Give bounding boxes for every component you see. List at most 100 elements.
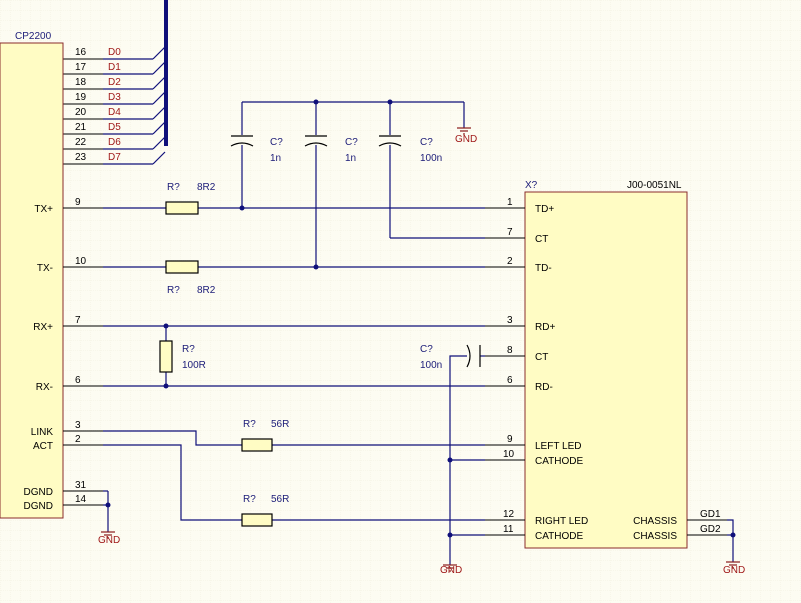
net-label: D1 (108, 62, 121, 73)
pin-act-label: ACT (33, 441, 53, 452)
wire-act[interactable] (103, 444, 242, 521)
pin-ct-1-label: CT (535, 234, 548, 245)
junction-dot (313, 99, 319, 105)
pin-cathode-1-label: CATHODE (535, 456, 583, 467)
resistor-tx-minus[interactable]: R? 8R2 (165, 260, 216, 296)
net-label: D4 (108, 107, 121, 118)
resistor-tx-minus-value: 8R2 (197, 285, 216, 296)
pin-left-led-label: LEFT LED (535, 441, 582, 452)
capacitor-c1-ref: C? (270, 137, 283, 148)
pin-number: 20 (75, 107, 87, 118)
bus-entry-d5[interactable] (152, 121, 166, 135)
gnd-symbol-chassis: GND (723, 561, 745, 576)
cp2200-name: CP2200 (15, 31, 52, 42)
net-label: D0 (108, 47, 121, 58)
pin-dgnd-1-label: DGND (24, 487, 53, 498)
pin-rx-minus-label: RX- (36, 382, 53, 393)
net-label: D6 (108, 137, 121, 148)
resistor-act-body[interactable] (241, 513, 273, 527)
pin-number: 19 (75, 92, 87, 103)
capacitor-c1[interactable]: C? 1n (230, 135, 283, 164)
pin-rx-minus-number: 6 (75, 375, 81, 386)
junction-dot (447, 457, 453, 463)
pin-rd-plus-number: 3 (507, 315, 513, 326)
capacitor-c4[interactable]: C? 100n (420, 344, 481, 371)
wire-ct2-gnd[interactable] (449, 355, 467, 565)
bus-entry-d1[interactable] (152, 61, 166, 75)
pin-dgnd-2-number: 14 (75, 494, 87, 505)
wire-chassis[interactable] (727, 519, 734, 562)
pin-tx-plus-label: TX+ (34, 204, 53, 215)
resistor-tx-plus-ref: R? (167, 182, 180, 193)
pin-number: 16 (75, 47, 87, 58)
pin-tx-minus-label: TX- (37, 263, 53, 274)
capacitor-c2-value: 1n (345, 153, 356, 164)
capacitor-c2[interactable]: C? 1n (304, 135, 358, 164)
pin-td-minus-label: TD- (535, 263, 552, 274)
net-gd1-label: GD1 (700, 509, 721, 520)
pin-rd-minus-number: 6 (507, 375, 513, 386)
magjack-name: J00-0051NL (627, 180, 682, 191)
pin-link-label: LINK (31, 427, 54, 438)
pin-link-number: 3 (75, 420, 81, 431)
pin-dgnd-2-label: DGND (24, 501, 53, 512)
capacitor-c3[interactable]: C? 100n (378, 135, 442, 164)
junction-dot (447, 532, 453, 538)
bus-entry-d6[interactable] (152, 136, 166, 150)
resistor-tx-plus-body[interactable] (165, 201, 199, 215)
junction-dot (387, 99, 393, 105)
pin-number: 23 (75, 152, 87, 163)
resistor-rx-body[interactable] (159, 340, 173, 373)
pin-cathode-2-label: CATHODE (535, 531, 583, 542)
pin-rd-plus-label: RD+ (535, 322, 555, 333)
wire-link[interactable] (103, 430, 242, 446)
junction-dot (239, 205, 245, 211)
pin-ct-2-number: 8 (507, 345, 513, 356)
resistor-rx[interactable]: R? 100R (159, 340, 206, 373)
pin-ct-2-label: CT (535, 352, 548, 363)
resistor-link-body[interactable] (241, 438, 273, 452)
net-label: D2 (108, 77, 121, 88)
magjack-pins: TD+ 1 CT 7 TD- 2 RD+ 3 CT 8 RD- 6 LEFT L… (485, 197, 727, 542)
bus-entry-d3[interactable] (152, 91, 166, 105)
resistor-tx-minus-body[interactable] (165, 260, 199, 274)
pin-td-plus-number: 1 (507, 197, 513, 208)
capacitor-c2-plate-bottom (304, 142, 328, 147)
pin-right-led-label: RIGHT LED (535, 516, 588, 527)
net-label: D7 (108, 152, 121, 163)
gnd-label: GND (723, 565, 745, 576)
net-label: D5 (108, 122, 121, 133)
capacitor-c1-plate-bottom (230, 142, 254, 147)
junction-dot (105, 502, 111, 508)
junction-dot (730, 532, 736, 538)
resistor-act[interactable]: R? 56R (241, 494, 289, 527)
bus-entry-d0[interactable] (152, 46, 166, 60)
magjack-body[interactable] (524, 191, 688, 549)
pin-tx-plus-number: 9 (75, 197, 81, 208)
pin-left-led-number: 9 (507, 434, 513, 445)
resistor-link[interactable]: R? 56R (241, 419, 289, 452)
bus-entry-d4[interactable] (152, 106, 166, 120)
bus-entry-d2[interactable] (152, 76, 166, 90)
gnd-label: GND (98, 535, 120, 546)
bus-entry-d7[interactable] (152, 151, 166, 165)
capacitor-c3-ref: C? (420, 137, 433, 148)
magjack-component[interactable]: X? J00-0051NL (524, 180, 688, 549)
resistor-rx-ref: R? (182, 344, 195, 355)
capacitor-c4-value: 100n (420, 360, 442, 371)
pin-number: 21 (75, 122, 87, 133)
capacitor-c1-value: 1n (270, 153, 281, 164)
resistor-tx-plus[interactable]: R? 8R2 (165, 182, 216, 215)
cp2200-body[interactable] (0, 42, 64, 519)
gnd-symbol-dgnd: GND (98, 531, 120, 546)
capacitor-c3-value: 100n (420, 153, 442, 164)
capacitor-c4-ref: C? (420, 344, 433, 355)
junction-dot (313, 264, 319, 270)
resistor-tx-minus-ref: R? (167, 285, 180, 296)
resistor-tx-plus-value: 8R2 (197, 182, 216, 193)
capacitor-c4-plate-left (466, 344, 471, 368)
cp2200-component[interactable]: CP2200 (0, 31, 64, 519)
resistor-act-ref: R? (243, 494, 256, 505)
capacitor-c2-ref: C? (345, 137, 358, 148)
